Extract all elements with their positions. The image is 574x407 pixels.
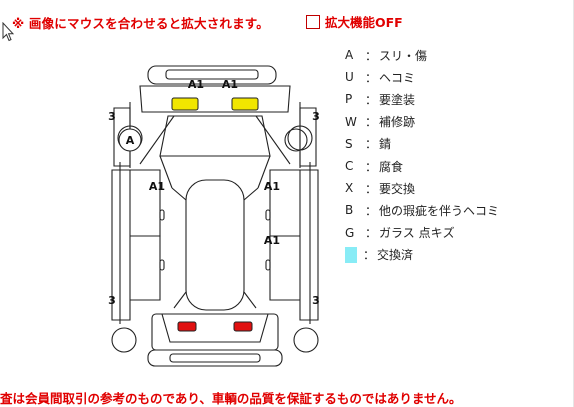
legend-item-b: B ： 他の瑕疵を伴うヘコミ — [345, 203, 500, 218]
mark-hood-right: A1 — [222, 78, 238, 91]
zoom-notice: ※ 画像にマウスを合わせると拡大されます。 — [12, 16, 269, 31]
zoom-off-checkbox[interactable] — [306, 14, 320, 29]
legend-item-w: W ： 補修跡 — [345, 114, 416, 130]
trunk — [151, 313, 279, 351]
front-bumper — [147, 65, 277, 85]
rear-bumper — [147, 349, 283, 367]
car-condition-diagram: A1 A1 A A1 A1 A1 3 3 3 3 — [108, 65, 320, 367]
zoom-off-label[interactable]: 拡大機能OFF — [325, 15, 403, 30]
mark-right-rear-door: A1 — [264, 234, 280, 247]
legend-item-u: U ： ヘコミ — [345, 70, 416, 85]
legend-item-replaced: ： 交換済 — [345, 244, 499, 266]
mark-right-front-door: A1 — [264, 180, 280, 193]
mirror-left — [118, 128, 142, 152]
mark-rear-right-corner: 3 — [312, 294, 320, 307]
mark-left-mirror: A — [126, 134, 135, 147]
roof — [185, 179, 245, 311]
legend-item-g: G ： ガラス 点キズ — [345, 225, 455, 241]
windshield — [159, 115, 271, 157]
legend-item-a: A ： スリ・傷 — [345, 48, 428, 63]
mark-left-front-door: A1 — [149, 180, 165, 193]
zoom-off-toggle[interactable]: 拡大機能OFF — [306, 12, 403, 31]
legend: A ： スリ・傷 U ： ヘコミ P ： 要塗装 W ： 補修跡 S ： 錆 C… — [345, 44, 499, 266]
mark-front-left-corner: 3 — [108, 110, 116, 123]
mark-front-right-corner: 3 — [312, 110, 320, 123]
rear-right-lamp — [233, 321, 253, 332]
front-right-lamp — [231, 97, 259, 111]
legend-item-c: C ： 腐食 — [345, 159, 404, 174]
legend-item-x: X ： 要交換 — [345, 181, 416, 196]
disclaimer: 査は会員間取引の参考のものであり、車輌の品質を保証するものではありません。 — [0, 391, 462, 406]
legend-item-p: P ： 要塗装 — [345, 92, 416, 107]
mirror-right — [284, 128, 308, 152]
mark-rear-left-corner: 3 — [108, 294, 116, 307]
mouse-cursor-icon — [2, 21, 15, 46]
rear-left-lamp — [177, 321, 197, 332]
legend-item-s: S ： 錆 — [345, 136, 392, 152]
wheel-rear-left — [111, 327, 137, 353]
mark-hood-left: A1 — [188, 78, 204, 91]
hood — [139, 85, 291, 113]
top-bar: ※ 画像にマウスを合わせると拡大されます。 拡大機能OFF — [0, 0, 574, 42]
wheel-rear-right — [293, 327, 319, 353]
replaced-swatch — [345, 246, 357, 263]
front-left-lamp — [171, 97, 199, 111]
